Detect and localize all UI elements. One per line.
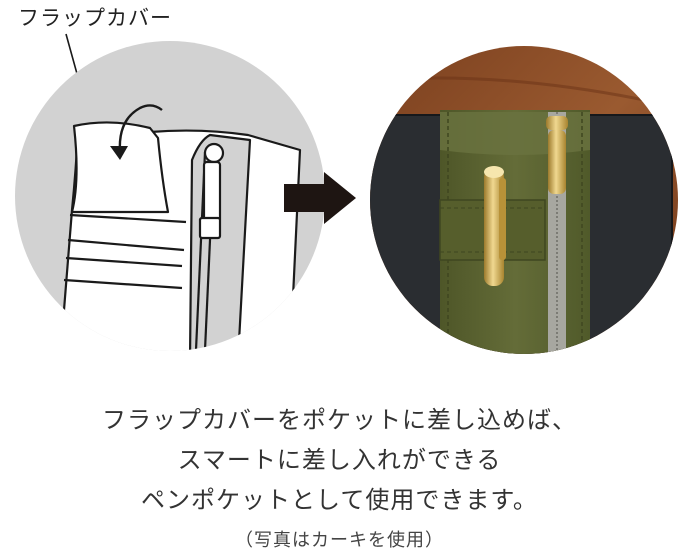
line-art-diagram [15, 41, 325, 351]
flap-cover-label: フラップカバー [18, 6, 172, 30]
zipper-pull [548, 130, 566, 194]
gold-pen [484, 166, 506, 286]
caption-line-3: ペンポケットとして使用できます。 [141, 486, 538, 514]
caption-line-1: フラップカバーをポケットに差し込めば、 [102, 406, 577, 434]
caption: フラップカバーをポケットに差し込めば、 スマートに差し入れができる ペンポケット… [0, 400, 679, 556]
curved-arrow-icon [110, 104, 163, 160]
caption-line-2: スマートに差し入れができる [177, 446, 502, 474]
right-arrow-icon [284, 172, 356, 224]
caption-note: （写真はカーキを使用） [235, 530, 444, 551]
product-photo [370, 46, 678, 354]
